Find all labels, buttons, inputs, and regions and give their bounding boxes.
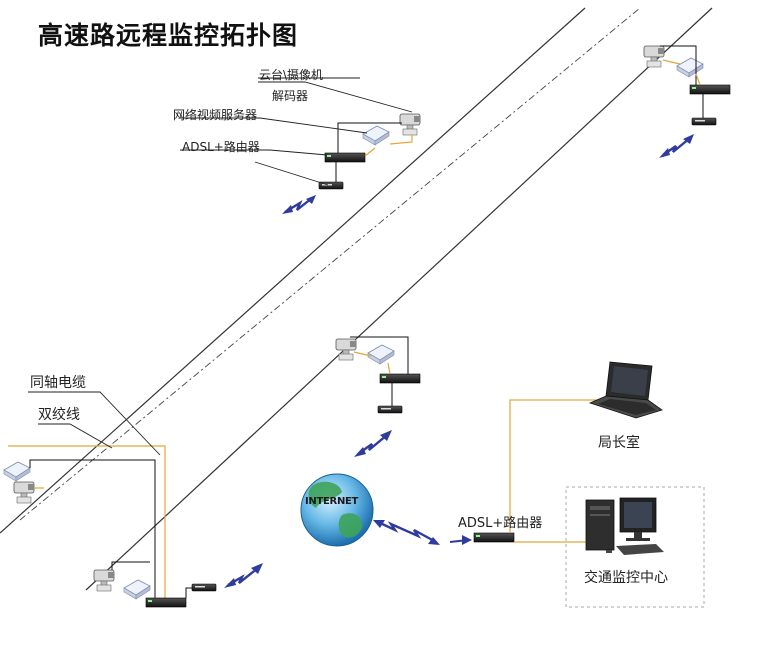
twisted-pair-label: 双绞线 xyxy=(38,407,80,423)
adsl-router-label: ADSL+路由器 xyxy=(182,140,260,154)
center-adsl-router-label: ADSL+路由器 xyxy=(458,516,543,531)
adsl-router-icon xyxy=(191,583,217,592)
wireless-link-icon xyxy=(357,434,388,455)
decoder-label: 解码器 xyxy=(272,89,309,103)
coax-cable-label: 同轴电缆 xyxy=(30,375,86,391)
ptz-camera-icon xyxy=(93,569,115,592)
ptz-camera-icon xyxy=(399,113,421,136)
network-video-server-label: 网络视频服务器 xyxy=(173,108,258,122)
decoder-icon xyxy=(362,125,390,146)
decoder-icon xyxy=(3,461,31,482)
ptz-camera-icon xyxy=(13,481,35,504)
video-server-icon xyxy=(324,152,366,163)
wireless-link-icon xyxy=(662,137,691,156)
traffic-center-label: 交通监控中心 xyxy=(584,570,668,586)
page-title: 高速路远程监控拓扑图 xyxy=(38,21,299,50)
laptop-icon xyxy=(588,361,663,419)
wireless-link-icon xyxy=(284,197,313,214)
ptz-camera-icon xyxy=(643,45,665,68)
center-links xyxy=(373,399,598,545)
site-top-right xyxy=(643,45,731,158)
ptz-camera-label: 云台\摄像机 xyxy=(259,68,324,82)
center-adsl-router-icon xyxy=(473,532,515,543)
adsl-router-icon xyxy=(691,117,717,126)
site-bottom-left xyxy=(3,445,263,608)
ptz-camera-icon xyxy=(335,338,357,361)
site-top-left xyxy=(282,113,421,214)
video-server-icon xyxy=(379,373,421,384)
decoder-icon xyxy=(367,344,395,365)
internet-label: INTERNET xyxy=(305,496,359,507)
control-center-box xyxy=(565,486,705,608)
desktop-computer-icon xyxy=(585,497,664,555)
decoder-icon xyxy=(123,579,151,600)
internet-cloud xyxy=(300,473,374,547)
video-server-icon xyxy=(689,84,731,95)
director-office-label: 局长室 xyxy=(598,435,640,451)
decoder-icon xyxy=(676,57,704,78)
adsl-router-icon xyxy=(377,405,403,414)
video-server-icon xyxy=(145,597,187,608)
wireless-link-icon xyxy=(377,520,437,544)
site-middle xyxy=(335,336,421,457)
wireless-link-icon xyxy=(227,567,259,587)
